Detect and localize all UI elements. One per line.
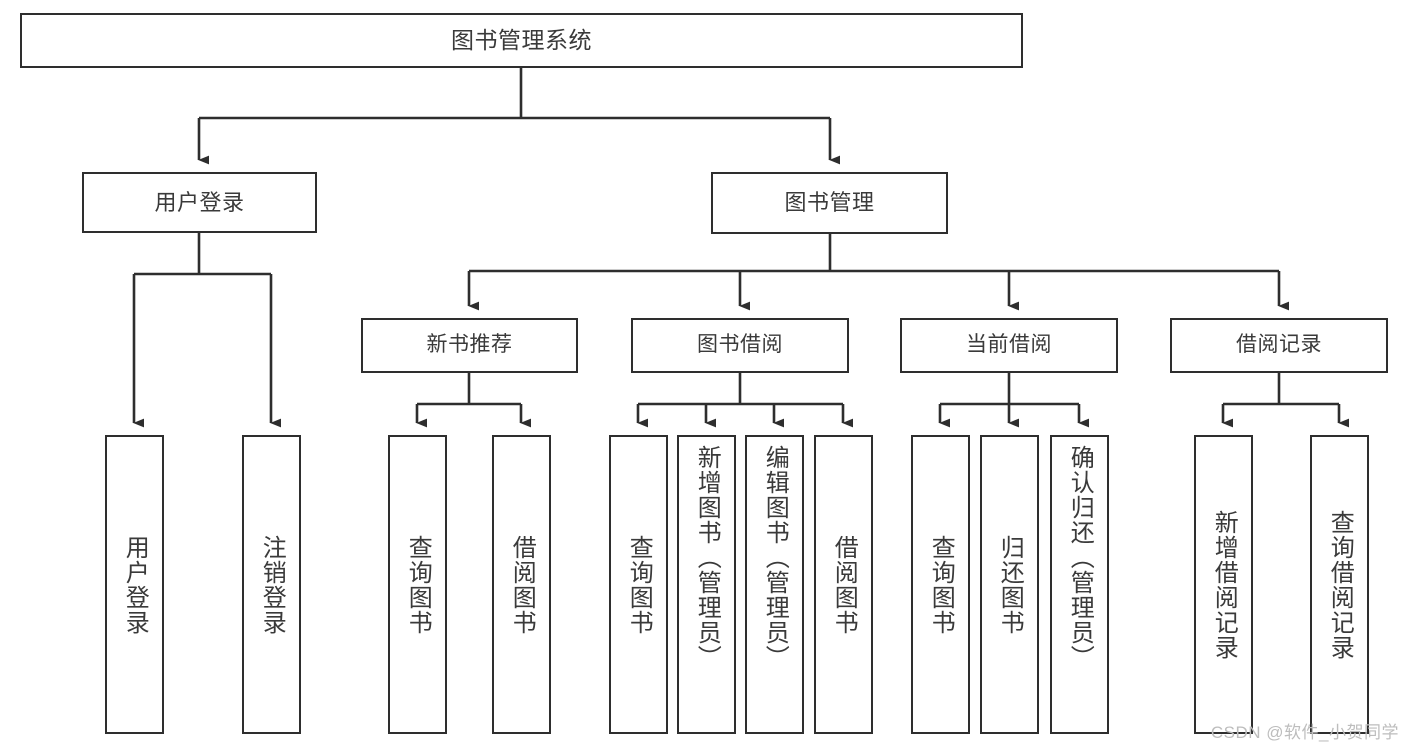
leaf-add-book-admin-label: 新增图书（管理员） [693,445,721,670]
leaf-add-borrow-record-label: 新增借阅记录 [1210,509,1238,660]
leaf-confirm-return-admin-label: 确认归还（管理员） [1066,445,1094,670]
leaf-return-book-label: 归还图书 [996,534,1024,635]
leaf-return-book[interactable]: 归还图书 [980,435,1039,734]
leaf-query-book-current[interactable]: 查询图书 [911,435,970,734]
node-root-system-label: 图书管理系统 [451,26,592,53]
leaf-add-borrow-record[interactable]: 新增借阅记录 [1194,435,1253,734]
leaf-borrow-book-borrow-label: 借阅图书 [830,534,858,635]
leaf-add-book-admin[interactable]: 新增图书（管理员） [677,435,736,734]
node-current-borrow[interactable]: 当前借阅 [900,318,1118,373]
node-borrow-record-label: 借阅记录 [1236,333,1322,357]
leaf-query-book-borrow-label: 查询图书 [625,534,653,635]
leaf-borrow-book-recommend[interactable]: 借阅图书 [492,435,551,734]
leaf-edit-book-admin-label: 编辑图书（管理员） [761,445,789,670]
leaf-borrow-book-borrow[interactable]: 借阅图书 [814,435,873,734]
leaf-user-login[interactable]: 用户登录 [105,435,164,734]
node-book-borrow[interactable]: 图书借阅 [631,318,849,373]
leaf-confirm-return-admin[interactable]: 确认归还（管理员） [1050,435,1109,734]
leaf-query-book-recommend-label: 查询图书 [404,534,432,635]
leaf-borrow-book-recommend-label: 借阅图书 [508,534,536,635]
node-new-book-recommend-label: 新书推荐 [426,333,513,357]
leaf-logout-label: 注销登录 [258,534,286,635]
leaf-query-book-borrow[interactable]: 查询图书 [609,435,668,734]
leaf-edit-book-admin[interactable]: 编辑图书（管理员） [745,435,804,734]
node-book-management[interactable]: 图书管理 [711,172,948,234]
node-book-borrow-label: 图书借阅 [697,333,783,357]
node-borrow-record[interactable]: 借阅记录 [1170,318,1388,373]
csdn-watermark: CSDN @软件_小贺同学 [1210,723,1399,742]
node-user-login-label: 用户登录 [154,189,245,215]
leaf-logout[interactable]: 注销登录 [242,435,301,734]
leaf-query-book-recommend[interactable]: 查询图书 [388,435,447,734]
leaf-query-borrow-record[interactable]: 查询借阅记录 [1310,435,1369,734]
leaf-query-borrow-record-label: 查询借阅记录 [1326,509,1354,660]
node-current-borrow-label: 当前借阅 [966,333,1052,357]
leaf-user-login-label: 用户登录 [121,534,149,635]
node-root-system[interactable]: 图书管理系统 [20,13,1023,68]
node-book-management-label: 图书管理 [784,190,875,216]
leaf-query-book-current-label: 查询图书 [927,534,955,635]
node-user-login[interactable]: 用户登录 [82,172,317,233]
node-new-book-recommend[interactable]: 新书推荐 [361,318,578,373]
